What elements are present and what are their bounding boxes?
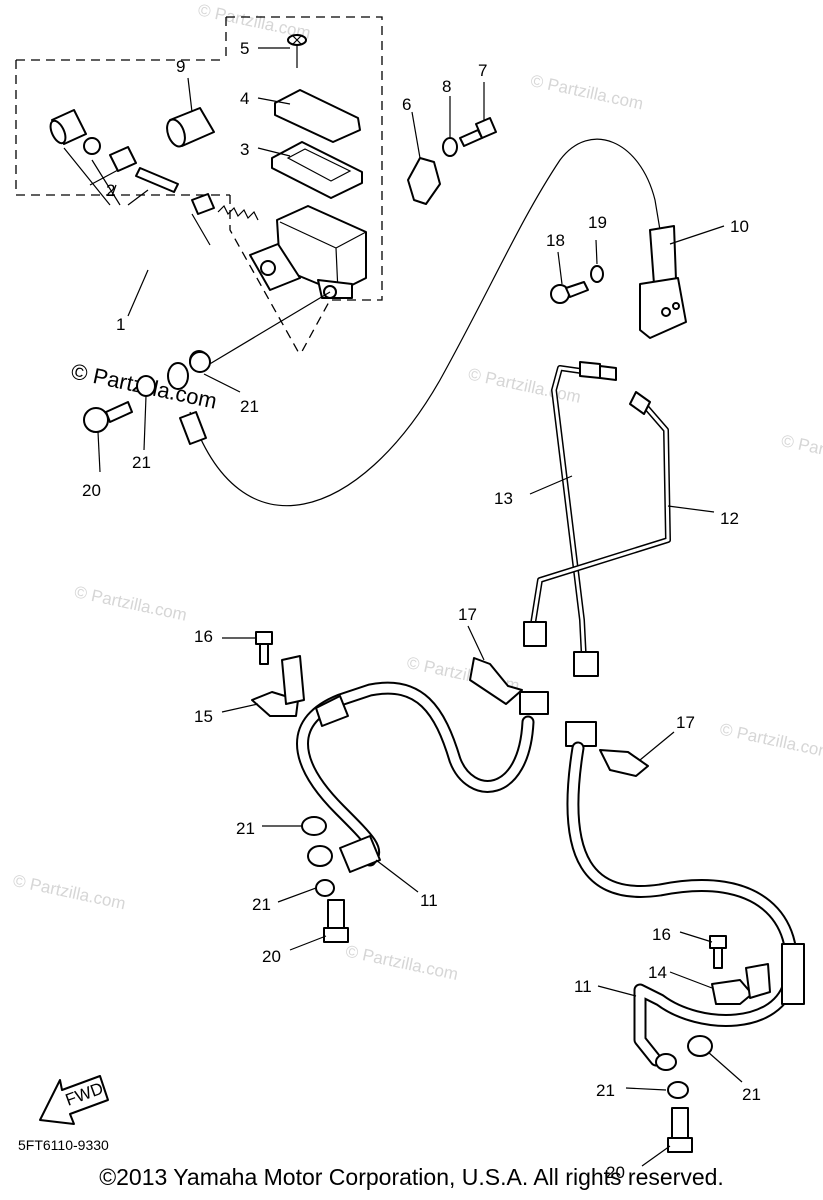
callout-6: 6	[402, 95, 411, 114]
part-20-union-bolt	[83, 401, 133, 433]
fwd-arrow-icon: FWD	[39, 1075, 109, 1125]
part-21-copper-washer	[136, 375, 156, 397]
part-19-washer	[590, 265, 604, 283]
callout-17: 17	[676, 713, 695, 732]
part-1-master-cylinder-body	[249, 205, 367, 299]
part-21-copper-washer	[687, 1035, 713, 1057]
callout-21: 21	[240, 397, 259, 416]
copyright-notice: ©2013 Yamaha Motor Corporation, U.S.A. A…	[99, 1164, 724, 1190]
part-4-reservoir-cover	[274, 89, 361, 143]
callout-9: 9	[176, 57, 185, 76]
part-17-pipe-bracket	[599, 749, 649, 777]
part-9-boot	[166, 107, 215, 148]
callout-15: 15	[194, 707, 213, 726]
part-11-brake-hose-right	[566, 741, 805, 1071]
callout-20: 20	[262, 947, 281, 966]
part-16-bolt	[709, 935, 727, 969]
part-17-pipe-bracket	[469, 657, 523, 705]
callout-14: 14	[648, 963, 667, 982]
callout-21: 21	[236, 819, 255, 838]
part-20-union-bolt	[323, 899, 349, 943]
part-5-screw	[287, 34, 307, 68]
part-20-union-bolt	[667, 1107, 693, 1153]
pipe-fittings	[519, 621, 599, 747]
part-18-bolt	[550, 281, 589, 304]
callout-21: 21	[252, 895, 271, 914]
master-cylinder-assembly-box	[15, 59, 230, 196]
watermark-text: © Partzilla.com	[73, 582, 189, 624]
callout-16: 16	[652, 925, 671, 944]
watermark-text: © Partzilla.com	[11, 871, 127, 913]
callout-16: 16	[194, 627, 213, 646]
part-13-brake-pipe	[551, 361, 617, 663]
callout-11: 11	[420, 891, 438, 910]
watermark-text: © Partzilla.com	[344, 942, 460, 984]
callout-19: 19	[588, 213, 607, 232]
master-cylinder-assembly-box	[225, 16, 383, 356]
part-11-brake-hose-left	[296, 681, 535, 873]
callout-2: 2	[106, 181, 115, 200]
part-21-copper-washer	[667, 1081, 689, 1099]
part-8-washer	[442, 137, 458, 157]
callout-17: 17	[458, 605, 477, 624]
callout-4: 4	[240, 89, 249, 108]
callout-5: 5	[240, 39, 249, 58]
part-3-diaphragm	[271, 141, 363, 199]
part-6-holder-clamp	[407, 157, 441, 205]
watermark-text: © Partzilla.com	[718, 720, 823, 762]
callout-13: 13	[494, 489, 513, 508]
callout-11: 11	[574, 977, 592, 996]
callout-3: 3	[240, 140, 249, 159]
callout-leaders	[97, 47, 743, 1167]
callout-labels: 1 2 3 4 5 6 7 8 9 10 11 11 12 13 14 15 1…	[82, 39, 761, 1182]
callout-12: 12	[720, 509, 739, 528]
callout-8: 8	[442, 77, 451, 96]
part-16-bolt	[255, 631, 273, 665]
callout-20: 20	[606, 1163, 625, 1182]
watermark-text: © Partzilla.com	[529, 71, 645, 113]
leader-line	[207, 291, 331, 366]
callout-7: 7	[478, 61, 487, 80]
callout-21: 21	[132, 453, 151, 472]
part-15-hose-bracket	[251, 655, 305, 717]
diagram-code: 5FT6110-9330	[18, 1137, 109, 1153]
part-21-copper-washer	[315, 879, 335, 897]
part-2-piston-kit	[49, 109, 259, 246]
callout-21: 21	[742, 1085, 761, 1104]
part-7-bolt	[459, 117, 497, 147]
callout-18: 18	[546, 231, 565, 250]
part-10-brake-hose-upper	[189, 138, 687, 507]
watermark-text: © Partzilla.com	[780, 431, 823, 473]
part-21-copper-washer	[301, 816, 327, 836]
callout-21: 21	[596, 1081, 615, 1100]
part-12-brake-pipe	[529, 391, 671, 633]
callout-20: 20	[82, 481, 101, 500]
callout-1: 1	[116, 315, 125, 334]
part-21-copper-washer	[189, 351, 211, 373]
part-14-hose-bracket	[711, 963, 771, 1005]
callout-10: 10	[730, 217, 749, 236]
